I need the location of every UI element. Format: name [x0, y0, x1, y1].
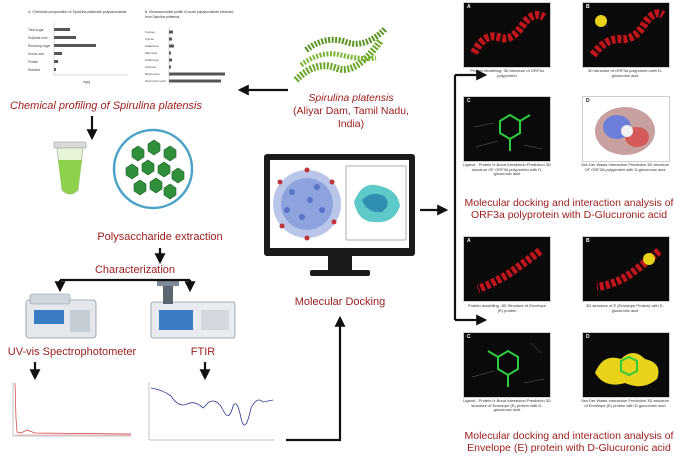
- chart-b-label: Fucose: [145, 30, 155, 34]
- chart-b-label: Xylose: [145, 37, 154, 41]
- chemical-profiling-title: Chemical profiling of Spirulina platensi…: [10, 100, 240, 112]
- chart-a-plot: Total sugar Sulphate ions Reducing sugar…: [28, 22, 128, 84]
- chart-b-bar: [169, 51, 171, 55]
- test-tube-illustration: [50, 140, 90, 200]
- characterization-label: Characterization: [94, 264, 176, 276]
- ftir-instrument: [145, 280, 240, 342]
- envelope-panel-d: D: [582, 332, 670, 398]
- polysaccharide-structure: [112, 128, 194, 210]
- envelope-caption-a: Protein modelling -3D Structure of Envel…: [467, 303, 547, 313]
- chart-a-label: Reducing sugar: [28, 44, 51, 48]
- envelope-title-line1: Molecular docking and interaction analys…: [464, 430, 674, 442]
- envelope-caption-d: Van Der Waals Interaction Prediction 3D …: [580, 398, 670, 408]
- panel-letter: D: [586, 98, 590, 104]
- orf3a-caption-b: 3D structure of ORF3a polyprotein with D…: [587, 68, 663, 78]
- panel-letter: A: [467, 4, 471, 10]
- chemical-profile-chart-b: B. Monosaccharide profile of crude polys…: [145, 10, 235, 92]
- chart-b-bar: [169, 65, 171, 69]
- source-organism: Spirulina platensis: [308, 92, 394, 104]
- chart-a-bar: [54, 51, 62, 55]
- chart-b-bar: [169, 30, 173, 34]
- panel-letter: B: [586, 4, 590, 10]
- chart-a-label: Sulphate ions: [28, 36, 48, 40]
- chart-b-label: Arabinose: [145, 58, 159, 62]
- orf3a-caption-c: Ligand - Protein H-Bond Interaction Pred…: [463, 162, 551, 176]
- chart-a-bar: [54, 35, 76, 39]
- molecular-docking-label: Molecular Docking: [294, 296, 386, 308]
- panel-letter: A: [467, 238, 471, 244]
- envelope-panel-c: C: [463, 332, 551, 398]
- orf3a-caption-d: Van Der Waals Interaction Prediction 3D …: [580, 162, 670, 172]
- chart-a-label: Protein: [28, 60, 38, 64]
- chart-b-label: Mannose: [145, 51, 158, 55]
- chart-a-xlabel: mg/g: [83, 80, 90, 84]
- chart-b-bar: [169, 72, 225, 76]
- orf3a-title: Molecular docking and interaction analys…: [455, 197, 683, 221]
- orf3a-panel-c: C: [463, 96, 551, 162]
- ftir-spectrum-plot: [143, 378, 278, 450]
- chart-b-label: Galactose: [145, 44, 159, 48]
- envelope-title-line2: Envelope (E) protein with D-Glucuronic a…: [467, 442, 671, 454]
- orf3a-title-line1: Molecular docking and interaction analys…: [464, 197, 674, 209]
- orf3a-panel-b: B: [582, 2, 670, 68]
- chart-a-bar: [54, 27, 70, 31]
- chart-b-bar: [169, 79, 221, 83]
- orf3a-caption-a: Protein Modelling: 3D structure of ORF3a…: [470, 68, 544, 78]
- chart-a-label: Total sugar: [28, 28, 45, 32]
- orf3a-panel-d: D: [582, 96, 670, 162]
- docking-monitor: [262, 152, 417, 282]
- spirulina-illustration: [286, 20, 396, 90]
- chart-b-label: Glucose: [145, 65, 156, 69]
- chart-b-bar: [169, 44, 174, 48]
- chart-b-bar: [169, 58, 172, 62]
- panel-letter: C: [467, 334, 471, 340]
- chemical-profiling-text: Chemical profiling of Spirulina platensi…: [10, 100, 202, 112]
- chart-b-label: Rhamnose: [145, 72, 160, 76]
- envelope-panel-b: B: [582, 236, 670, 302]
- panel-letter: B: [586, 238, 590, 244]
- ftir-label: FTIR: [190, 346, 216, 358]
- uv-spectrum-plot: [5, 378, 135, 448]
- source-location: (Aliyar Dam, Tamil Nadu, India): [293, 105, 409, 130]
- chart-b-plot: Fucose Xylose Galactose Mannose Arabinos…: [145, 27, 225, 85]
- chart-a-bar: [54, 43, 96, 47]
- chart-a-label: Moisture: [28, 68, 40, 72]
- polysaccharide-extraction-label: Polysaccharide extraction: [97, 231, 223, 243]
- orf3a-title-line2: ORF3a polyprotein with D-Glucuronic acid: [470, 209, 668, 221]
- envelope-panel-a: A: [463, 236, 551, 302]
- chart-a-bar: [54, 59, 58, 63]
- envelope-caption-c: Ligand - Protein H-Bond Interaction Pred…: [463, 398, 551, 412]
- chart-a-title: A. Chemical composition of Spirulina pla…: [28, 10, 127, 14]
- chart-a-bar: [54, 67, 56, 71]
- chart-b-title: B. Monosaccharide profile of crude polys…: [145, 10, 234, 19]
- panel-letter: D: [586, 334, 590, 340]
- orf3a-panel-a: A: [463, 2, 551, 68]
- envelope-title: Molecular docking and interaction analys…: [455, 430, 683, 454]
- chart-b-bar: [169, 37, 172, 41]
- envelope-caption-b: 3D structure of E (Envelope Protein) wit…: [586, 303, 664, 313]
- chart-a-label: Uronic acid: [28, 52, 44, 56]
- chart-b-label: Glucuronic acid: [145, 79, 166, 83]
- uvvis-instrument: [22, 290, 100, 342]
- chemical-profile-chart-a: A. Chemical composition of Spirulina pla…: [28, 10, 138, 92]
- uvvis-label: UV-vis Spectrophotometer: [7, 346, 137, 358]
- panel-letter: C: [467, 98, 471, 104]
